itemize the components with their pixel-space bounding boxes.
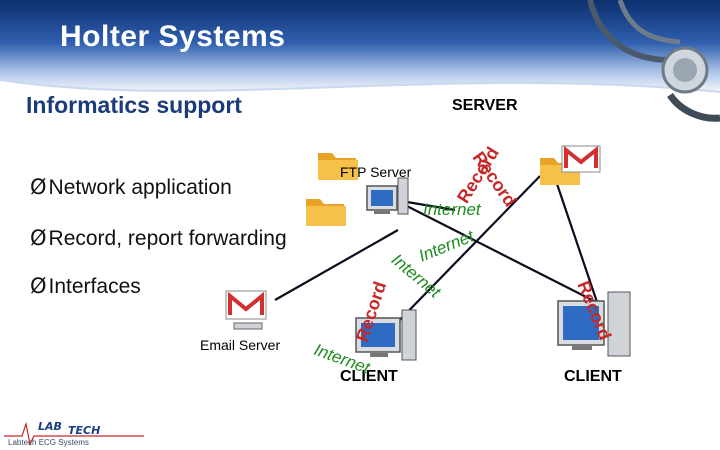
bullet-interfaces: ØInterfaces xyxy=(30,274,141,299)
computer-icon xyxy=(355,309,417,361)
computer-icon xyxy=(366,177,409,215)
labtech-logo: LAB TECH xyxy=(4,420,144,446)
link-client-right-mail xyxy=(553,177,600,306)
server-label: SERVER xyxy=(452,97,518,114)
link-server-client-right xyxy=(394,199,599,304)
logo-tech: TECH xyxy=(68,424,100,437)
header-wave xyxy=(0,79,720,110)
client-right-label: CLIENT xyxy=(564,368,622,385)
bullet-text: Interfaces xyxy=(48,275,141,298)
email-server-label: Email Server xyxy=(200,337,281,353)
bullet-mark: Ø xyxy=(30,175,47,199)
bullet-mark: Ø xyxy=(30,226,47,250)
bullet-network: ØNetwork application xyxy=(30,175,232,200)
logo-tagline: Labtech ECG Systems xyxy=(8,438,89,447)
bullet-mark: Ø xyxy=(30,274,47,298)
bullet-text: Network application xyxy=(48,176,232,199)
bullet-forwarding: ØRecord, report forwarding xyxy=(30,226,287,251)
mail-icon xyxy=(225,290,267,320)
logo-lab: LAB xyxy=(38,420,62,433)
mail-icon xyxy=(561,145,601,173)
ftp-server-label: FTP Server xyxy=(340,164,412,180)
folder-icon xyxy=(306,199,346,226)
computer-icon xyxy=(233,322,263,330)
header-band xyxy=(0,0,720,95)
folder-icon xyxy=(318,153,358,180)
computer-icon xyxy=(557,291,631,357)
link-email-server xyxy=(274,229,399,301)
client-left-label: CLIENT xyxy=(340,368,398,385)
bullet-text: Record, report forwarding xyxy=(48,227,287,250)
internet-label: Internet xyxy=(423,200,481,219)
page-title: Holter Systems xyxy=(60,20,286,53)
stethoscope-icon xyxy=(587,0,720,122)
link-mail-client-left xyxy=(389,175,541,331)
subtitle: Informatics support xyxy=(26,92,242,118)
